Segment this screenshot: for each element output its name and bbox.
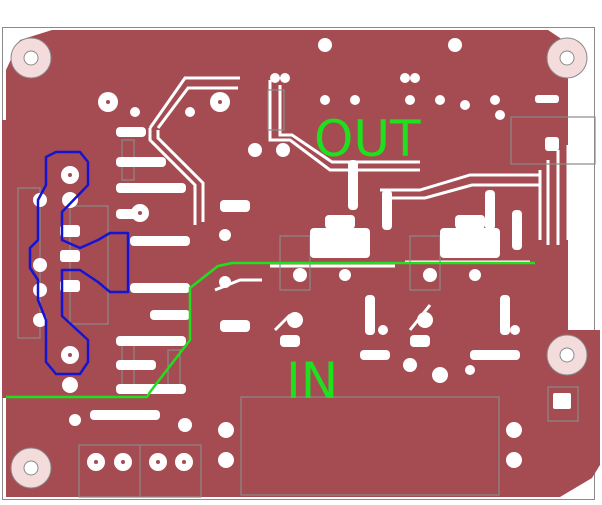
mounting-hole-icon bbox=[546, 334, 588, 376]
via-marks bbox=[68, 100, 222, 464]
mounting-hole-icon bbox=[10, 447, 52, 489]
mounting-holes bbox=[10, 37, 588, 489]
pads bbox=[33, 38, 587, 471]
selected-net-outline bbox=[28, 150, 130, 376]
out-label: OUT bbox=[314, 110, 421, 168]
in-label: IN bbox=[286, 352, 339, 410]
connector-outline-in bbox=[240, 396, 500, 496]
connector-outline-out bbox=[510, 116, 596, 165]
mounting-hole-icon bbox=[546, 37, 588, 79]
highlighted-net-trace bbox=[6, 261, 535, 399]
mounting-hole-icon bbox=[10, 37, 52, 79]
small-regulator-outline bbox=[547, 386, 579, 422]
